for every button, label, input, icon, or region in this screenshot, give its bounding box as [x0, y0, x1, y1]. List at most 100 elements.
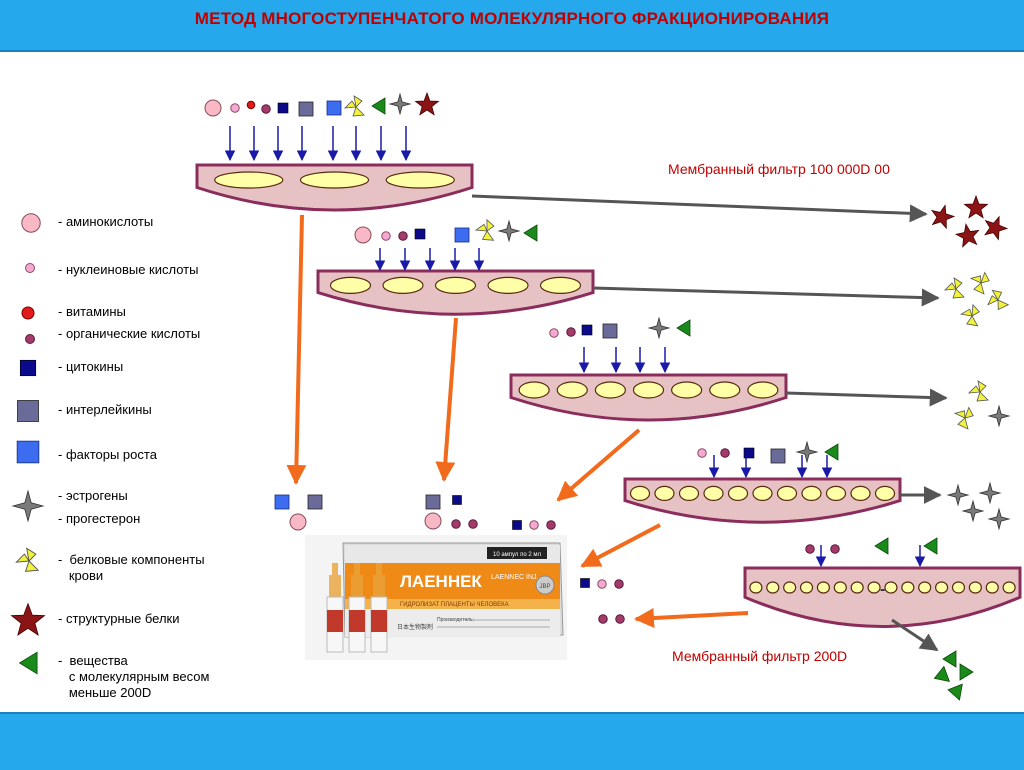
ampoules — [326, 563, 388, 653]
orange-arrow — [580, 523, 661, 568]
nucleic-acid-icon — [230, 103, 240, 113]
hormone-star-icon — [987, 404, 1011, 428]
hormone-star-icon — [497, 219, 521, 243]
hormone-star-icon — [11, 489, 45, 523]
low-mw-triangle-icon — [18, 651, 38, 675]
minus-sign: - — [880, 581, 886, 598]
header-bar: МЕТОД МНОГОСТУПЕНЧАТОГО МОЛЕКУЛЯРНОГО ФР… — [0, 0, 1024, 52]
cytokine-icon — [580, 578, 590, 588]
nucleic-acid-icon — [697, 448, 707, 458]
membrane-pore — [434, 276, 477, 294]
amino-acid-icon — [354, 226, 372, 244]
jp-text: 日本生物製剤 — [397, 623, 433, 631]
membrane-pore — [874, 485, 896, 501]
interleukin-icon — [307, 494, 323, 510]
interleukin-icon — [425, 494, 441, 510]
membrane-pore — [968, 581, 982, 594]
hormone-star-icon — [961, 499, 985, 523]
low-mw-triangle-icon — [824, 443, 839, 461]
membrane-pore — [749, 581, 763, 594]
low-mw-triangle-icon — [947, 683, 963, 701]
interleukin-icon — [17, 400, 39, 422]
membrane-filter-1 — [195, 163, 474, 212]
membrane-pore — [629, 485, 651, 501]
badge-text: JBP — [539, 584, 550, 590]
legend-nucleic-acids: - нуклеиновые кислоты — [58, 262, 199, 277]
legend-vitamins: - витамины — [58, 304, 126, 319]
nucleic-acid-icon — [381, 231, 391, 241]
membrane-pore — [867, 581, 881, 594]
nucleic-acid-icon — [25, 263, 35, 273]
membrane-pore — [703, 485, 724, 501]
low-mw-triangle-icon — [959, 663, 974, 681]
membrane-pore — [850, 581, 864, 594]
legend-growth-factors: - факторы роста — [58, 447, 157, 462]
box-top-text: 10 ампул по 2 мл — [493, 552, 541, 558]
low-mw-triangle-icon — [676, 319, 691, 337]
cytokine-icon — [512, 520, 522, 530]
orange-arrow — [634, 608, 749, 629]
membrane-pore — [556, 381, 588, 399]
interleukin-icon — [770, 448, 786, 464]
membrane-pore — [727, 485, 749, 501]
orange-arrow — [286, 214, 307, 485]
flow-arrows — [224, 126, 948, 652]
membrane-filters — [195, 163, 1022, 628]
amino-acid-icon — [204, 99, 222, 117]
growth-factor-icon — [16, 440, 40, 464]
structural-protein-star-icon — [954, 223, 980, 248]
vitamin-icon — [246, 100, 256, 110]
interleukin-icon — [298, 101, 314, 117]
membrane-pore — [825, 485, 847, 501]
membrane-pore — [385, 171, 455, 189]
membrane-pore — [654, 485, 675, 501]
blood-protein-icon — [344, 95, 365, 117]
cytokine-icon — [277, 102, 289, 114]
gray-arrow — [891, 618, 939, 652]
membrane-filter-4 — [623, 477, 902, 524]
orange-arrow — [556, 428, 641, 502]
amino-acid-icon — [21, 213, 41, 233]
legend-cytokines: - цитокины — [58, 359, 124, 374]
legend-amino-acids: - аминокислоты — [58, 214, 154, 229]
top-filter-label: Мембранный фильтр 100 000D 00 — [668, 161, 890, 177]
membrane-pore — [918, 581, 932, 594]
organic-acid-icon — [261, 104, 271, 114]
organic-acid-icon — [615, 614, 625, 624]
organic-acid-icon — [398, 231, 408, 241]
membrane-pore — [214, 171, 284, 189]
membrane-pore — [934, 581, 949, 594]
amino-acid-icon — [289, 513, 307, 531]
laennec-product-box: 10 ампул по 2 мл ЛАЕННЕК LAENNEC INJ. JB… — [305, 535, 567, 660]
blood-protein-icon — [968, 380, 989, 402]
membrane-pore — [951, 581, 966, 594]
membrane-filter-3 — [509, 373, 788, 422]
footer-bar — [0, 712, 1024, 770]
organic-acid-icon — [805, 544, 815, 554]
hormone-star-icon — [388, 92, 412, 116]
hormone-star-icon — [647, 316, 671, 340]
molecules — [204, 91, 1011, 701]
membrane-pore — [884, 581, 898, 594]
organic-acid-icon — [546, 520, 556, 530]
hormone-star-icon — [987, 507, 1011, 531]
growth-factor-icon — [326, 100, 342, 116]
low-mw-triangle-icon — [942, 650, 957, 668]
membrane-pore — [799, 581, 814, 594]
gray-arrow — [592, 286, 940, 307]
cytokine-icon — [19, 359, 37, 377]
blood-protein-icon — [944, 277, 965, 299]
cytokine-icon — [452, 495, 462, 505]
low-mw-triangle-icon — [874, 537, 889, 555]
blood-protein-icon — [15, 547, 39, 572]
membrane-filter-2 — [316, 269, 595, 316]
membrane-pore — [1002, 581, 1016, 594]
manufacturer-label: Производитель: — [437, 617, 474, 623]
membrane-filter-5 — [743, 566, 1022, 628]
legend-progesterone: - прогестерон — [58, 511, 141, 526]
amino-acid-icon — [424, 512, 442, 530]
membrane-pore — [850, 485, 871, 501]
nucleic-acid-icon — [597, 579, 607, 589]
bottom-filter-label: Мембранный фильтр 200D — [672, 648, 848, 664]
membrane-pore — [801, 485, 822, 501]
